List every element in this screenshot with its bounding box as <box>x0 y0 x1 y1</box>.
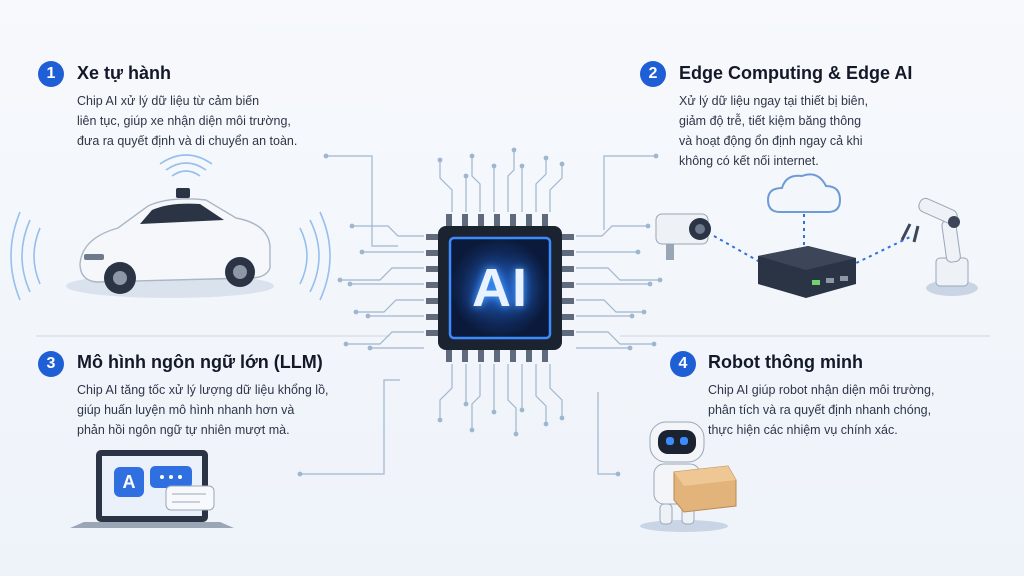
section-1-title: Xe tự hành <box>77 63 172 83</box>
section-1-number: 1 <box>38 61 64 87</box>
section-2-description: Xử lý dữ liệu ngay tại thiết bị biên, gi… <box>679 91 868 171</box>
section-4-title: Robot thông minh <box>708 352 863 372</box>
section-3-title: Mô hình ngôn ngữ lớn (LLM) <box>77 352 323 372</box>
section-3-line: giúp huấn luyện mô hình nhanh hơn và <box>77 403 295 417</box>
circuit-traces <box>300 150 660 475</box>
section-2-line: không có kết nối internet. <box>679 154 819 168</box>
section-4-line: phân tích và ra quyết định nhanh chóng, <box>708 403 932 417</box>
section-2-title: Edge Computing & Edge AI <box>679 63 913 83</box>
translate-app-icon: A <box>114 467 144 497</box>
section-1-line: đưa ra quyết định và di chuyển an toàn. <box>77 134 298 148</box>
section-2-line: giảm độ trễ, tiết kiệm băng thông <box>679 114 862 128</box>
chip-label: AI <box>472 258 528 318</box>
section-2-line: Xử lý dữ liệu ngay tại thiết bị biên, <box>679 94 869 108</box>
section-1-description: Chip AI xử lý dữ liệu từ cảm biến liên t… <box>77 91 297 151</box>
section-3-number: 3 <box>38 351 64 377</box>
section-3-line: phản hồi ngôn ngữ tự nhiên mượt mà. <box>77 423 290 437</box>
section-4-line: thực hiện các nhiệm vụ chính xác. <box>708 423 898 437</box>
section-1-line: Chip AI xử lý dữ liệu từ cảm biến <box>77 94 260 108</box>
circuit-nodes <box>297 147 663 477</box>
section-3-description: Chip AI tăng tốc xử lý lượng dữ liệu khổ… <box>77 380 329 440</box>
section-1-line: liên tục, giúp xe nhận diện môi trường, <box>77 114 291 128</box>
section-4-line: Chip AI giúp robot nhận diện môi trường, <box>708 383 935 397</box>
ai-chip: AI <box>424 212 576 364</box>
section-2-number: 2 <box>640 61 666 87</box>
section-4-number: 4 <box>670 351 696 377</box>
chip-icon <box>426 214 574 362</box>
section-4-description: Chip AI giúp robot nhận diện môi trường,… <box>708 380 934 440</box>
section-3-line: Chip AI tăng tốc xử lý lượng dữ liệu khổ… <box>77 383 329 397</box>
section-2-line: và hoạt động ổn định ngay cả khi <box>679 134 863 148</box>
